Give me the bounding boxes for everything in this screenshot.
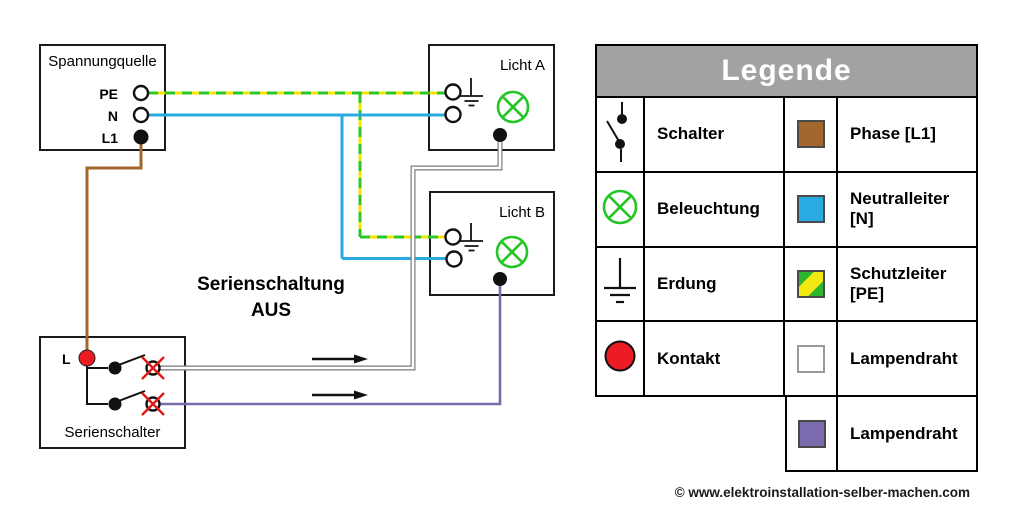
legend-table: Legende Schalter Phase [L1] xyxy=(595,44,978,397)
neutral-wire xyxy=(148,113,446,260)
state-title: Serienschaltung AUS xyxy=(166,272,376,324)
lamp-icon xyxy=(601,188,639,231)
light-b-label: Licht B xyxy=(499,204,545,221)
switch-icon xyxy=(603,101,637,168)
l1-terminal-source xyxy=(133,129,149,145)
legend-row-lampendraht-purple: Lampendraht xyxy=(785,395,978,472)
pe-wire xyxy=(148,91,446,239)
pe-color-swatch xyxy=(796,269,825,298)
state-title-line2: AUS xyxy=(250,300,292,321)
legend-symbol-cell xyxy=(597,172,645,246)
legend-swatch-cell xyxy=(785,172,838,246)
legend-title: Legende xyxy=(721,54,852,87)
l1-terminal-label: L1 xyxy=(101,130,118,146)
lamp-symbol-a xyxy=(496,90,530,124)
n-terminal-source xyxy=(132,106,150,124)
legend-label-erdung: Erdung xyxy=(657,273,717,293)
lampwire-purple-swatch xyxy=(797,419,826,448)
pe-terminal-light-b xyxy=(444,228,462,246)
lamp-terminal-light-a xyxy=(493,128,507,142)
legend-row-beleuchtung: Beleuchtung Neutralleiter [N] xyxy=(597,170,976,246)
legend-swatch-cell xyxy=(785,98,838,171)
lamp-wire-a xyxy=(160,142,503,371)
legend-swatch-cell xyxy=(785,322,838,395)
legend-label-lampendraht-white: Lampendraht xyxy=(850,348,958,368)
contact-point xyxy=(78,349,96,367)
pe-terminal-source xyxy=(132,84,150,102)
switch-pivot-top xyxy=(108,361,122,375)
voltage-source-label: Spannungquelle xyxy=(48,53,157,70)
legend-symbol-cell xyxy=(597,247,645,321)
n-terminal-label: N xyxy=(107,108,118,124)
series-switch-label: Serienschalter xyxy=(64,424,161,441)
pe-terminal-label: PE xyxy=(99,86,118,102)
legend-label-beleuchtung: Beleuchtung xyxy=(657,199,760,219)
open-contact-x-top xyxy=(141,356,165,380)
phase-color-swatch xyxy=(796,120,825,149)
series-switch-box xyxy=(39,336,186,449)
lamp-wire-b xyxy=(160,286,502,406)
legend-symbol-cell xyxy=(597,322,645,395)
legend-label-phase: Phase [L1] xyxy=(850,124,936,144)
legend-label-kontakt: Kontakt xyxy=(657,348,721,368)
open-contact-x-bottom xyxy=(141,392,165,416)
light-a-label: Licht A xyxy=(499,57,545,74)
lampwire-white-swatch xyxy=(796,344,825,373)
switch-internal-wiring xyxy=(86,354,146,405)
contact-icon xyxy=(602,338,638,379)
legend-label-lampendraht-purple: Lampendraht xyxy=(850,423,958,443)
legend-swatch-cell xyxy=(787,397,838,470)
copyright-text: © www.elektroinstallation-selber-machen.… xyxy=(674,485,970,500)
legend-label-schalter: Schalter xyxy=(657,124,725,144)
ground-icon xyxy=(601,257,639,310)
legend-label-schutzleiter: Schutzleiter [PE] xyxy=(850,263,947,303)
n-terminal-light-a xyxy=(444,105,462,124)
legend-header: Legende xyxy=(597,46,976,98)
legend-row-erdung: Erdung Schutzleiter [PE] xyxy=(597,245,976,321)
arrow-right-top xyxy=(312,354,368,364)
neutral-color-swatch xyxy=(796,195,825,224)
ground-symbol-b xyxy=(460,223,483,252)
state-title-line1: Serienschaltung xyxy=(197,274,345,295)
switch-contact-label: L xyxy=(62,351,71,367)
arrow-right-bottom xyxy=(312,390,368,400)
legend-row-kontakt: Kontakt Lampendraht xyxy=(597,320,976,395)
n-terminal-light-b xyxy=(445,250,463,268)
phase-wire xyxy=(85,144,143,351)
legend-swatch-cell xyxy=(785,247,838,321)
legend-row-schalter: Schalter Phase [L1] xyxy=(597,98,976,171)
lamp-terminal-light-b xyxy=(493,272,507,286)
legend-symbol-cell xyxy=(597,98,645,171)
legend-label-neutralleiter: Neutralleiter [N] xyxy=(850,189,950,229)
pe-terminal-light-a xyxy=(444,83,462,101)
lamp-symbol-b xyxy=(495,235,529,269)
switch-pivot-bottom xyxy=(108,397,122,411)
ground-symbol-a xyxy=(460,78,483,107)
